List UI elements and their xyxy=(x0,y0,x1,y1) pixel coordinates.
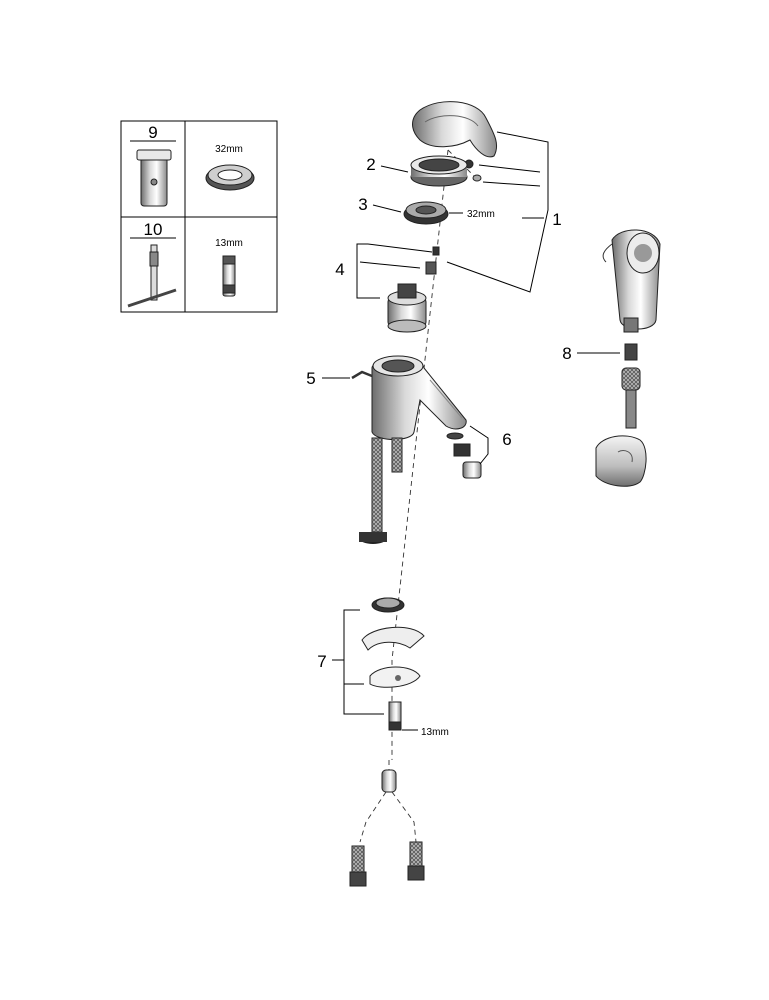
lift-rod-clip xyxy=(351,370,373,380)
tool-9-number: 9 xyxy=(148,123,157,142)
nut-32mm-drawing xyxy=(205,164,255,191)
cartridge-nut xyxy=(403,201,449,225)
aerator xyxy=(446,432,482,479)
callout-1-bracket xyxy=(446,131,549,293)
lever-handle xyxy=(412,101,498,182)
callout-3-number: 3 xyxy=(358,195,367,214)
mounting-kit xyxy=(361,597,425,731)
hand-shower xyxy=(602,229,661,333)
sleeve-13mm-drawing xyxy=(222,255,236,297)
flexible-hoses xyxy=(359,437,403,544)
callout-6-number: 6 xyxy=(502,430,511,449)
callout-2-number: 2 xyxy=(366,155,375,174)
cartridge xyxy=(387,246,440,333)
faucet-body xyxy=(371,355,467,440)
cap-ring xyxy=(410,155,468,187)
callout-7-bracket xyxy=(332,609,418,731)
tool-10-number: 10 xyxy=(144,220,163,239)
supply-lines xyxy=(349,760,425,887)
t-key-tool-drawing xyxy=(127,244,177,308)
callout-5-number: 5 xyxy=(306,369,315,388)
callout-8-number: 8 xyxy=(562,344,571,363)
callout-7-number: 7 xyxy=(317,652,326,671)
callout-1-number: 1 xyxy=(552,210,561,229)
tool-10-size: 13mm xyxy=(215,238,243,249)
callout-4-number: 4 xyxy=(335,260,344,279)
callout-4-bracket xyxy=(356,243,433,299)
shower-holder xyxy=(595,435,647,487)
callout-3-size: 32mm xyxy=(467,209,495,220)
tool-9-size: 32mm xyxy=(215,144,243,155)
socket-wrench-tool-drawing xyxy=(136,149,172,207)
tools-table: 9 10 32mm 13mm xyxy=(120,120,278,313)
shower-hose xyxy=(621,343,641,429)
callout-7-size: 13mm xyxy=(421,727,449,738)
